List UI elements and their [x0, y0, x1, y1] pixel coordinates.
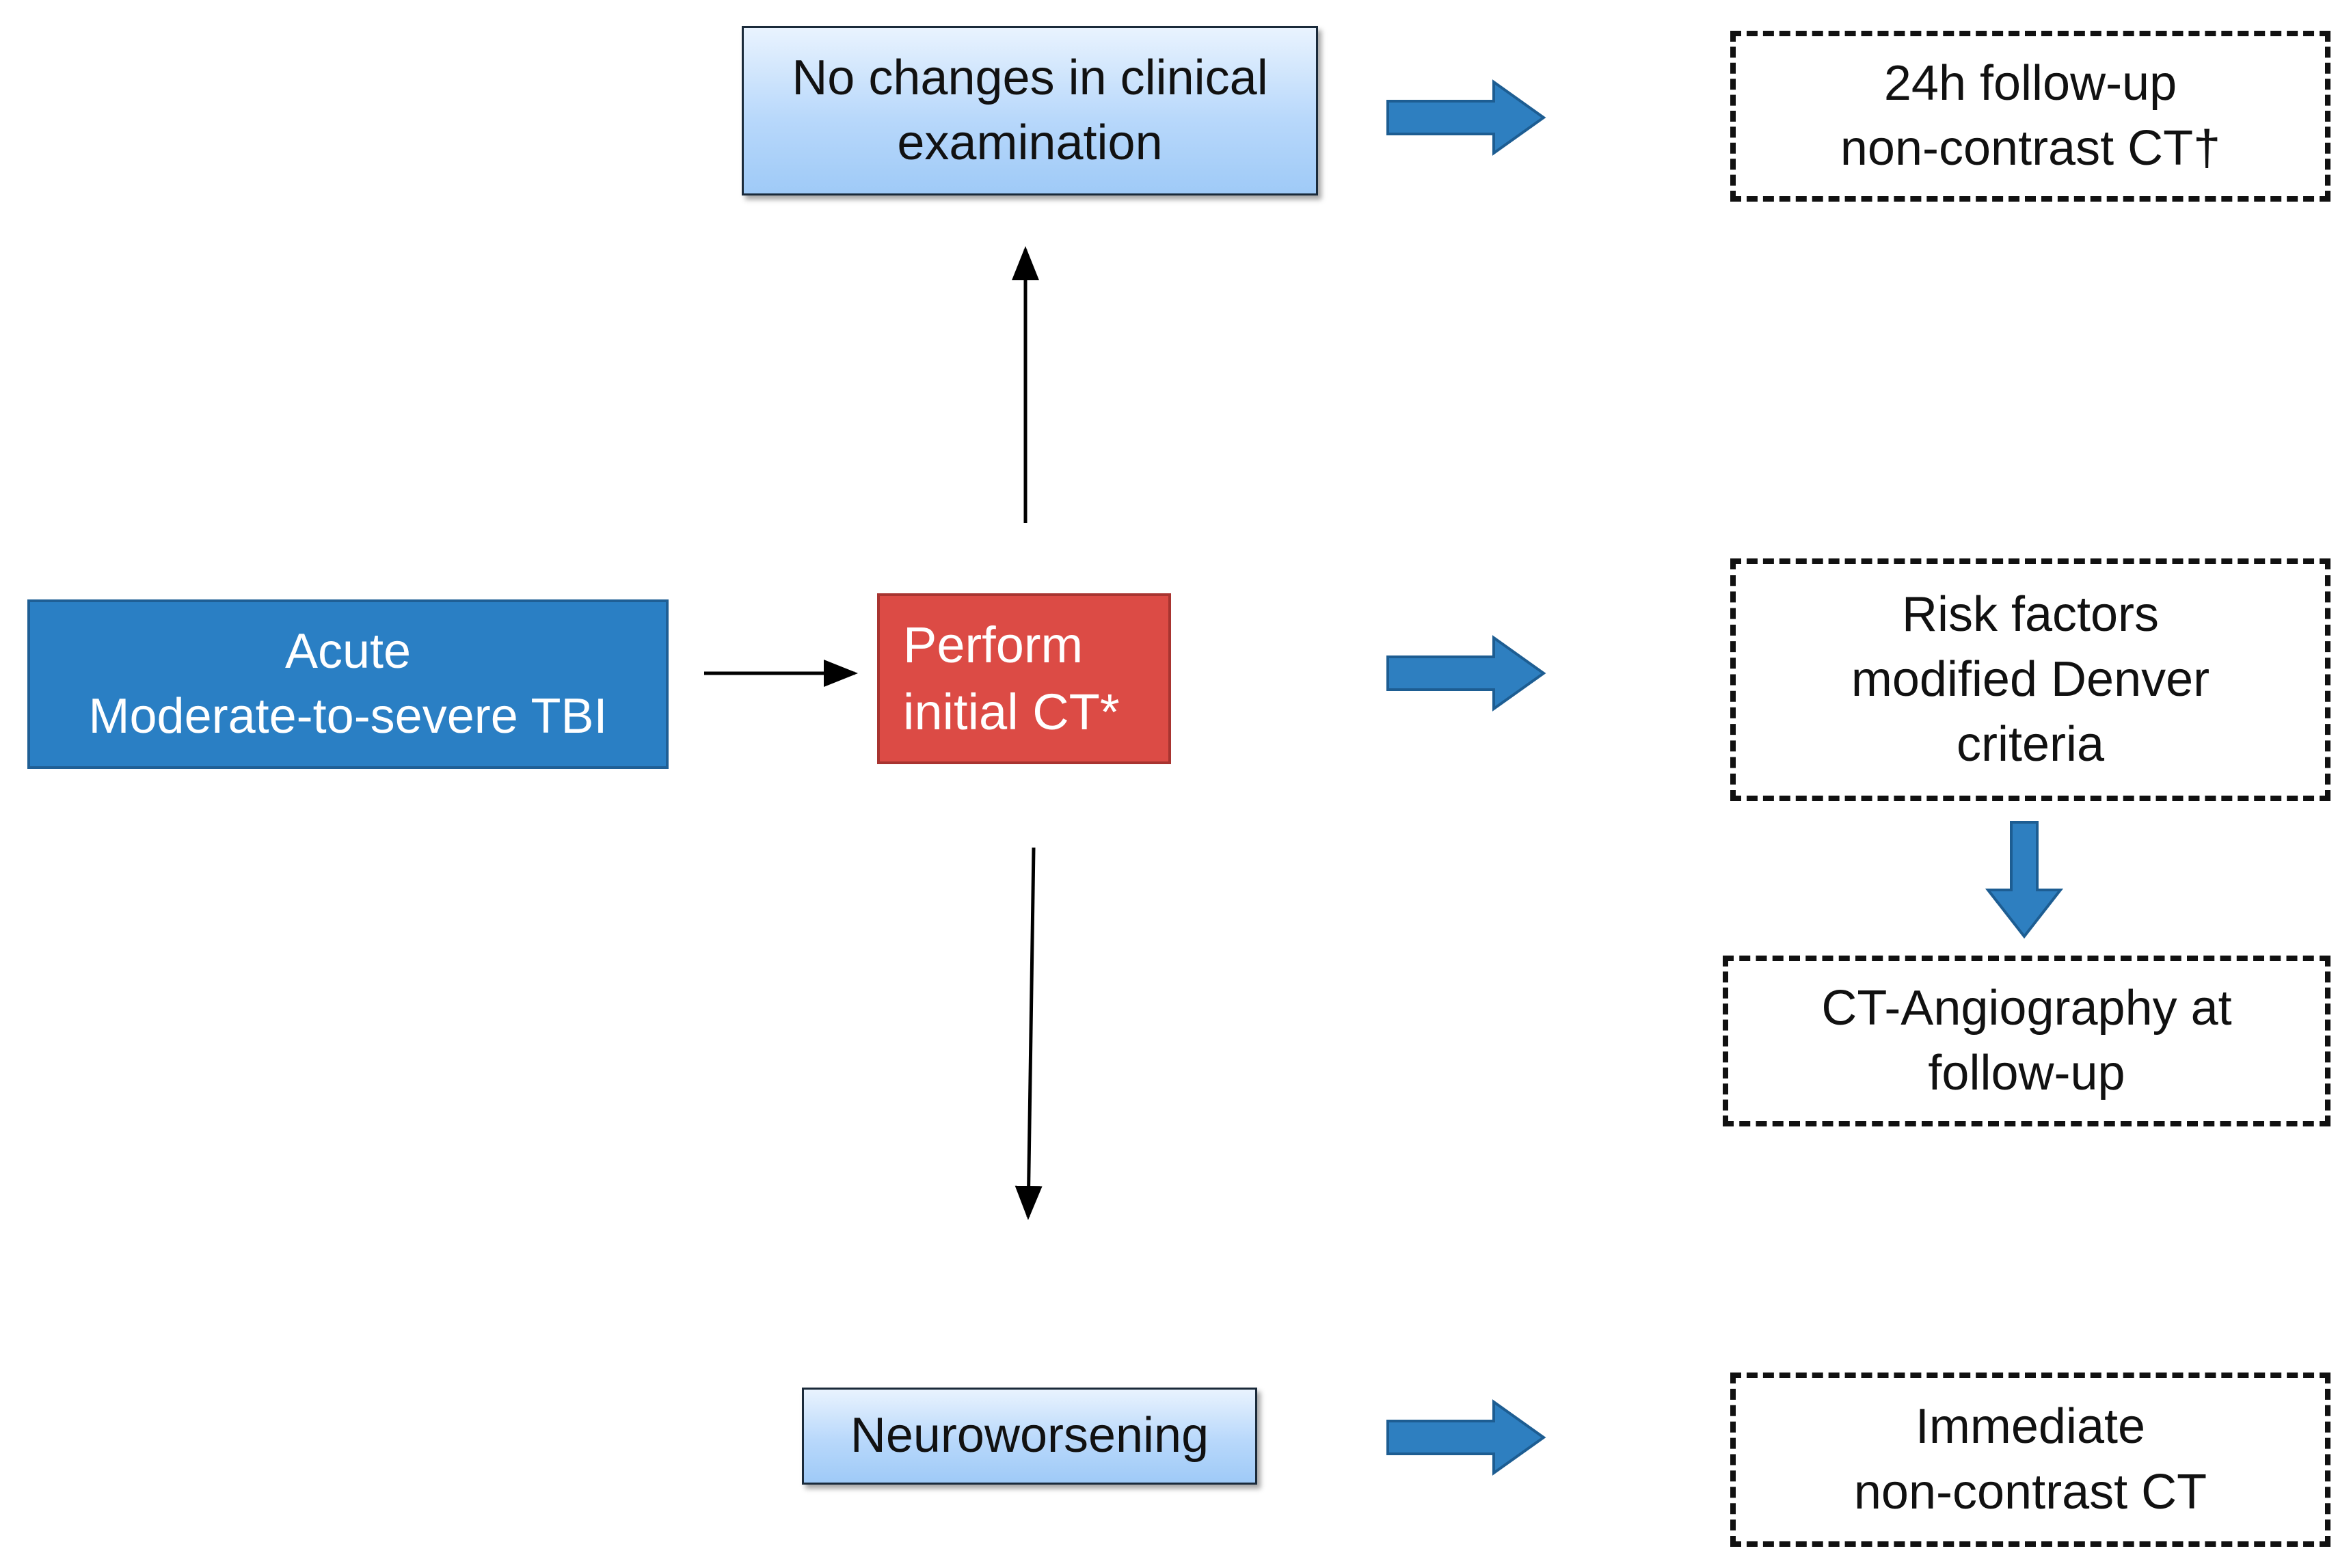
node-followup-ct-line1: 24h follow-up	[1883, 55, 2177, 111]
node-neuroworsening: Neuroworsening	[802, 1388, 1257, 1485]
node-risk-factors: Risk factors modified Denver criteria	[1730, 558, 2330, 801]
node-risk-factors-line1: Risk factors	[1901, 586, 2160, 642]
node-no-changes-line2: examination	[897, 116, 1163, 170]
node-acute-tbi-line1: Acute	[284, 623, 412, 679]
node-initial-ct: Perform initial CT*	[877, 593, 1171, 764]
node-immediate-ct: Immediate non-contrast CT	[1730, 1373, 2330, 1547]
node-initial-ct-line1: Perform	[903, 617, 1084, 674]
node-ct-angiography-line2: follow-up	[1928, 1046, 2125, 1100]
arrow-ct-to-neuroworsening	[1015, 847, 1043, 1220]
block-arrow-down-cta	[1985, 821, 2064, 939]
node-neuroworsening-line1: Neuroworsening	[850, 1408, 1209, 1463]
node-followup-ct: 24h follow-up non-contrast CT†	[1730, 31, 2330, 202]
node-immediate-ct-line2: non-contrast CT	[1853, 1464, 2207, 1519]
node-ct-angiography: CT-Angiography at follow-up	[1723, 956, 2330, 1126]
node-risk-factors-line3: criteria	[1956, 717, 2105, 772]
node-acute-tbi-line2: Moderate-to-severe TBI	[88, 689, 608, 744]
block-arrow-risk	[1386, 635, 1546, 712]
node-no-changes: No changes in clinical examination	[742, 26, 1318, 195]
block-arrow-immediate	[1386, 1399, 1546, 1476]
node-acute-tbi: Acute Moderate-to-severe TBI	[27, 599, 669, 769]
node-followup-ct-line2: non-contrast CT†	[1840, 121, 2221, 176]
node-no-changes-line1: No changes in clinical	[792, 50, 1268, 105]
node-risk-factors-line2: modified Denver	[1851, 651, 2210, 707]
node-ct-angiography-line1: CT-Angiography at	[1821, 980, 2232, 1036]
node-immediate-ct-line1: Immediate	[1915, 1399, 2146, 1455]
node-initial-ct-line2: initial CT*	[903, 684, 1120, 740]
block-arrow-followup	[1386, 79, 1546, 156]
